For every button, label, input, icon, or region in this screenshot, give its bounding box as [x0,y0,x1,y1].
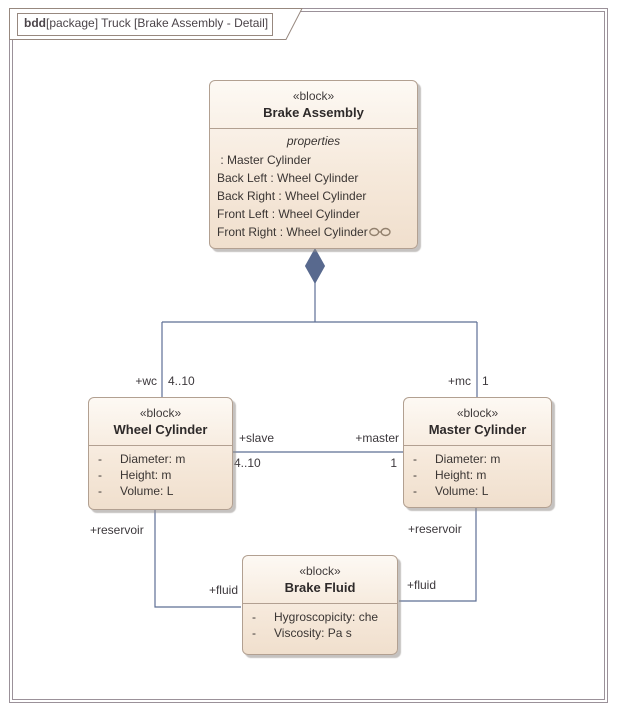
property-line: Back Left : Wheel Cylinder [217,171,359,185]
wc-multiplicity-label: 4..10 [168,374,195,388]
attribute-line: - Volume: L [404,483,551,499]
attribute-visibility: - [98,452,102,466]
stereotype-label: «block» [456,406,499,420]
properties-compartment-title: properties [286,134,341,148]
diagram-title-text: [package] Truck [Brake Assembly - Detail… [46,16,269,30]
attribute-text: Diameter: m [120,452,186,466]
attribute-text: Hygroscopicity: che [274,610,379,624]
attributes-compartment: - Diameter: m - Height: m - Volume: L [404,446,551,499]
frame-heading-tab [9,8,303,40]
attribute-line: - Height: m [89,467,232,483]
diagram-title: bdd[package] Truck [Brake Assembly - Det… [24,16,268,30]
attribute-visibility: - [252,610,256,624]
block-brake-fluid[interactable]: «block» Brake Fluid - Hygroscopicity: che… [242,555,398,655]
block-wheel-cylinder-header: «block» Wheel Cylinder [89,398,232,446]
stereotype-label: «block» [299,564,341,578]
diagram-type-keyword: bdd [24,16,46,30]
attribute-text: Height: m [120,468,172,482]
attribute-visibility: - [413,468,417,482]
attribute-visibility: - [252,626,256,640]
attribute-line: - Viscosity: Pa s [243,625,397,641]
block-brake-fluid-header: «block» Brake Fluid [243,556,397,604]
attribute-visibility: - [413,452,417,466]
attribute-text: Viscosity: Pa s [274,626,352,640]
attribute-visibility: - [98,468,102,482]
property-line-text: Front Right : Wheel Cylinder [217,225,368,239]
wc-role-label: +wc [135,374,157,388]
attribute-text: Height: m [435,468,487,482]
block-name: Wheel Cylinder [113,422,208,437]
mc-multiplicity-label: 1 [482,374,489,388]
block-master-cylinder[interactable]: «block» Master Cylinder - Diameter: m - He… [403,397,552,508]
slave-multiplicity-label: 4..10 [234,456,261,470]
attribute-line: - Volume: L [89,483,232,499]
composition-diamond-icon [304,247,326,285]
property-line: Front Right : Wheel Cylinder [217,223,410,241]
stereotype-label: «block» [292,89,335,103]
attribute-visibility: - [98,484,102,498]
master-multiplicity-label: 1 [390,456,397,470]
attribute-visibility: - [413,484,417,498]
mc-role-label: +mc [447,374,471,388]
block-brake-assembly-header: «block» Brake Assembly [210,81,417,129]
attribute-line: - Hygroscopicity: che [243,609,397,625]
more-properties-glasses-icon [368,227,391,237]
properties-compartment: properties : Master Cylinder Back Left :… [210,129,417,241]
attribute-line: - Height: m [404,467,551,483]
property-line: Back Right : Wheel Cylinder [217,189,367,203]
wc-reservoir-role-label: +reservoir [90,523,144,537]
block-brake-assembly[interactable]: «block» Brake Assembly properties : Mast… [209,80,418,249]
attributes-compartment: - Diameter: m - Height: m - Volume: L [89,446,232,499]
mc-reservoir-role-label: +reservoir [408,522,462,536]
stereotype-label: «block» [139,406,182,420]
attribute-line: - Diameter: m [404,451,551,467]
attribute-text: Volume: L [120,484,174,498]
slave-role-label: +slave [239,431,275,445]
property-line: Front Left : Wheel Cylinder [217,207,360,221]
mc-fluid-role-label: +fluid [407,578,437,592]
block-name: Master Cylinder [428,422,527,437]
wheel-cylinder-brake-fluid-line[interactable] [154,510,241,608]
block-master-cylinder-header: «block» Master Cylinder [404,398,551,446]
attributes-compartment: - Hygroscopicity: che - Viscosity: Pa s [243,604,397,641]
master-role-label: +master [355,431,399,445]
wc-fluid-role-label: +fluid [208,583,238,597]
attribute-line: - Diameter: m [89,451,232,467]
block-wheel-cylinder[interactable]: «block» Wheel Cylinder - Diameter: m - Hei… [88,397,233,510]
attribute-text: Diameter: m [435,452,501,466]
master-cylinder-brake-fluid-line[interactable] [399,508,477,602]
attribute-text: Volume: L [435,484,489,498]
block-name: Brake Assembly [263,105,364,120]
block-name: Brake Fluid [284,580,356,595]
property-line: : Master Cylinder [217,153,312,167]
